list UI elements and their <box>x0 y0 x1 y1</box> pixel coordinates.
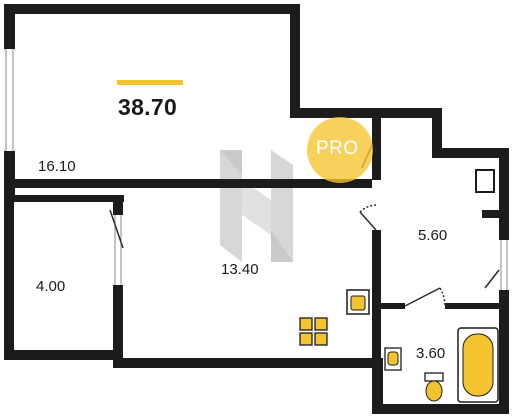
washbasin-icon <box>384 347 402 371</box>
total-area-accent-bar <box>117 80 183 85</box>
room-area-kitchen: 13.40 <box>221 261 259 278</box>
kitchen-sink-icon <box>346 289 370 315</box>
door-swing <box>109 144 500 309</box>
bathtub-icon <box>457 327 499 403</box>
room-area-hallway: 5.60 <box>418 227 448 244</box>
pro-badge-text: PRO <box>316 138 359 159</box>
toilet-icon <box>424 372 444 402</box>
total-area: 38.70 <box>118 94 178 120</box>
window-small-room <box>113 215 123 285</box>
stove-icon <box>299 317 328 346</box>
room-area-bathroom: 3.60 <box>416 345 446 362</box>
window-right <box>499 240 509 290</box>
window-left-top <box>4 47 15 153</box>
interior-walls <box>4 118 507 365</box>
room-area-living: 16.10 <box>38 158 76 175</box>
pro-badge: PRO <box>307 117 373 183</box>
letter-h-logo-icon <box>220 150 293 262</box>
room-area-small-room: 4.00 <box>36 278 66 295</box>
